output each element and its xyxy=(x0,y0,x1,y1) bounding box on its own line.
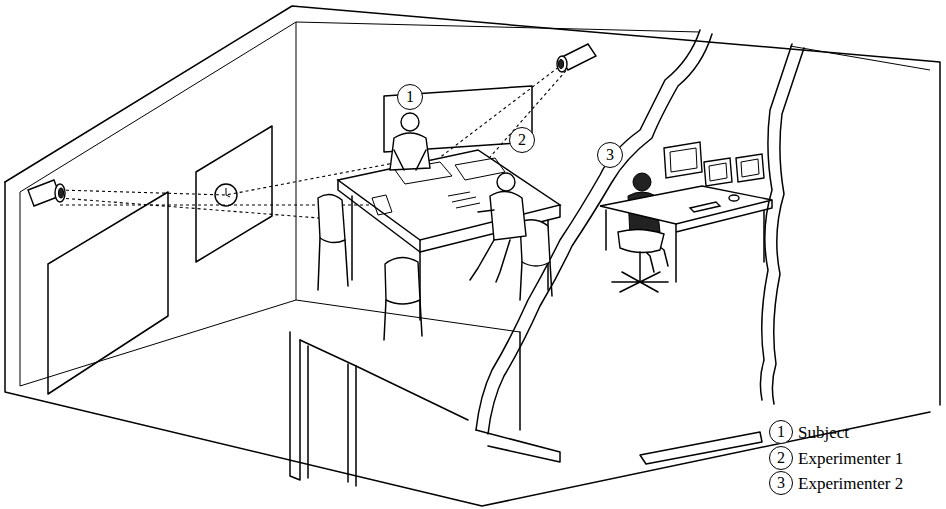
room-walls-part xyxy=(296,22,297,300)
experimenter-one-figure xyxy=(470,173,526,282)
subject-figure xyxy=(390,113,430,170)
door-part xyxy=(308,346,348,482)
control-desk-part xyxy=(729,195,739,201)
chairs-part xyxy=(318,238,348,290)
callout-text: 3 xyxy=(777,475,785,491)
camera-sightlines-part xyxy=(430,60,568,165)
control-desk-part xyxy=(600,186,772,224)
room-walls-part xyxy=(5,182,930,506)
control-desk xyxy=(600,186,772,282)
floor-partition-stubs-part xyxy=(519,332,521,430)
experimenter-one-figure-part xyxy=(490,191,526,240)
door-part xyxy=(300,340,356,486)
meeting-table-part xyxy=(372,195,392,215)
floor-partition-stubs xyxy=(476,332,762,464)
legend-text: Experimenter 1 xyxy=(798,450,903,467)
video-monitors-part xyxy=(741,159,759,177)
callout-text: 3 xyxy=(606,147,614,163)
chairs-part xyxy=(385,257,420,304)
room-walls-part xyxy=(790,46,930,70)
legend-callout-number: 3 xyxy=(769,471,793,495)
floor-partition-stubs-part xyxy=(640,432,762,464)
operator-chair-part xyxy=(618,229,664,252)
room-walls-part xyxy=(20,22,700,192)
meeting-table-part xyxy=(338,180,420,252)
legend-callout-number: 2 xyxy=(769,446,793,470)
meeting-table xyxy=(338,150,560,320)
experimenter-two-figure-part xyxy=(633,173,651,191)
video-camera-part xyxy=(559,60,564,69)
legend-text: Subject xyxy=(798,424,849,441)
callout-number: 3 xyxy=(597,142,623,168)
video-monitors-part xyxy=(736,154,764,182)
camera-sightlines-part xyxy=(60,198,345,220)
room-walls xyxy=(5,6,940,506)
meeting-table-part xyxy=(455,158,505,180)
callout-text: 1 xyxy=(777,424,785,440)
cutaway-partition xyxy=(476,30,804,434)
room-walls-part xyxy=(5,6,940,405)
chairs-part xyxy=(520,262,552,300)
video-camera-part xyxy=(59,188,64,198)
cutaway-partition-part xyxy=(476,30,700,430)
wall-boards-part xyxy=(48,192,168,394)
door-part xyxy=(356,366,468,420)
subject-figure-part xyxy=(394,150,426,170)
wall-clock-part xyxy=(226,188,230,197)
chairs-part xyxy=(318,194,345,242)
room-walls-part xyxy=(20,192,21,386)
subject-figure-part xyxy=(401,113,419,131)
video-monitors-part xyxy=(709,163,727,181)
control-desk-part xyxy=(606,200,772,282)
room-walls-part xyxy=(20,300,520,386)
callout-number: 2 xyxy=(509,127,535,153)
door xyxy=(290,332,468,486)
video-camera-part xyxy=(557,56,567,72)
experimenter-one-figure-part xyxy=(470,210,510,282)
cutaway-partition-part xyxy=(488,34,712,434)
subject-figure-part xyxy=(390,133,430,170)
video-monitors-part xyxy=(670,148,697,172)
callout-text: 2 xyxy=(518,132,526,148)
legend-text: Experimenter 2 xyxy=(798,475,903,492)
wall-boards xyxy=(48,86,532,394)
chairs-part xyxy=(384,300,422,340)
operator-chair-part xyxy=(612,252,668,292)
video-monitors-part xyxy=(704,158,732,186)
video-camera xyxy=(28,44,596,206)
operator-chair xyxy=(612,229,668,292)
video-monitors xyxy=(664,142,764,186)
floor-partition-stubs-part xyxy=(476,430,560,462)
legend-callout-number: 1 xyxy=(769,420,793,444)
video-camera-part xyxy=(55,184,65,202)
meeting-table-part xyxy=(448,192,480,208)
callout-text: 2 xyxy=(777,450,785,466)
callout-number: 1 xyxy=(397,84,423,110)
experimenter-one-figure-part xyxy=(497,173,515,191)
door-part xyxy=(290,332,300,480)
callout-text: 1 xyxy=(406,89,414,105)
control-desk-part xyxy=(690,202,720,212)
cutaway-partition-part xyxy=(772,48,804,404)
video-monitors-part xyxy=(664,142,702,178)
